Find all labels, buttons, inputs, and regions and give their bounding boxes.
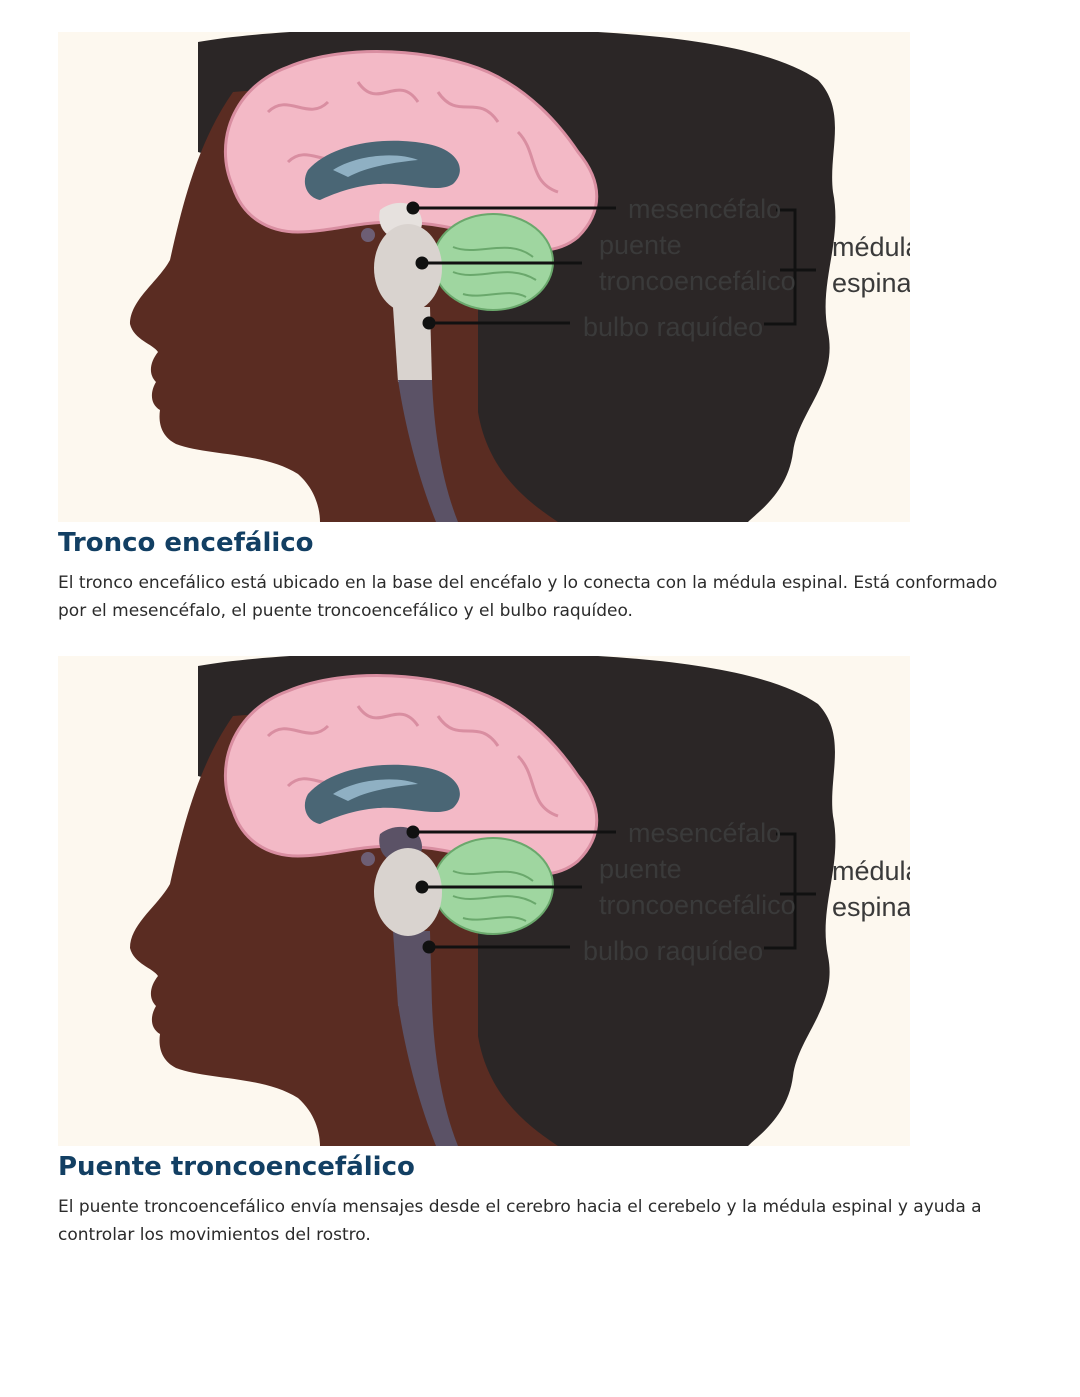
label-espinal: espinal [832,268,910,298]
head-brain-illustration: mesencéfalo puente troncoencefálico bulb… [58,32,910,522]
label-bulbo-raquideo: bulbo raquídeo [583,936,763,966]
label-espinal: espinal [832,892,910,922]
section-text-puente: El puente troncoencefálico envía mensaje… [58,1193,1018,1249]
label-puente: puente [599,854,682,884]
label-bulbo-raquideo: bulbo raquídeo [583,312,763,342]
pons [374,224,442,312]
label-mesencefalo: mesencéfalo [628,194,781,224]
section-title-tronco: Tronco encefálico [58,528,314,558]
section-text-tronco: El tronco encefálico está ubicado en la … [58,569,1018,625]
head-brain-illustration: mesencéfalo puente troncoencefálico bulb… [58,656,910,1146]
pituitary [361,228,375,242]
brainstem-diagram-2: mesencéfalo puente troncoencefálico bulb… [58,656,910,1146]
brainstem-diagram-1: mesencéfalo puente troncoencefálico bulb… [58,32,910,522]
pituitary [361,852,375,866]
label-puente: puente [599,230,682,260]
label-medula: médula [832,856,910,886]
label-mesencefalo: mesencéfalo [628,818,781,848]
section-title-puente: Puente troncoencefálico [58,1152,415,1182]
pons [374,848,442,936]
label-troncoencefalico: troncoencefálico [599,890,796,920]
label-troncoencefalico: troncoencefálico [599,266,796,296]
label-medula: médula [832,232,910,262]
